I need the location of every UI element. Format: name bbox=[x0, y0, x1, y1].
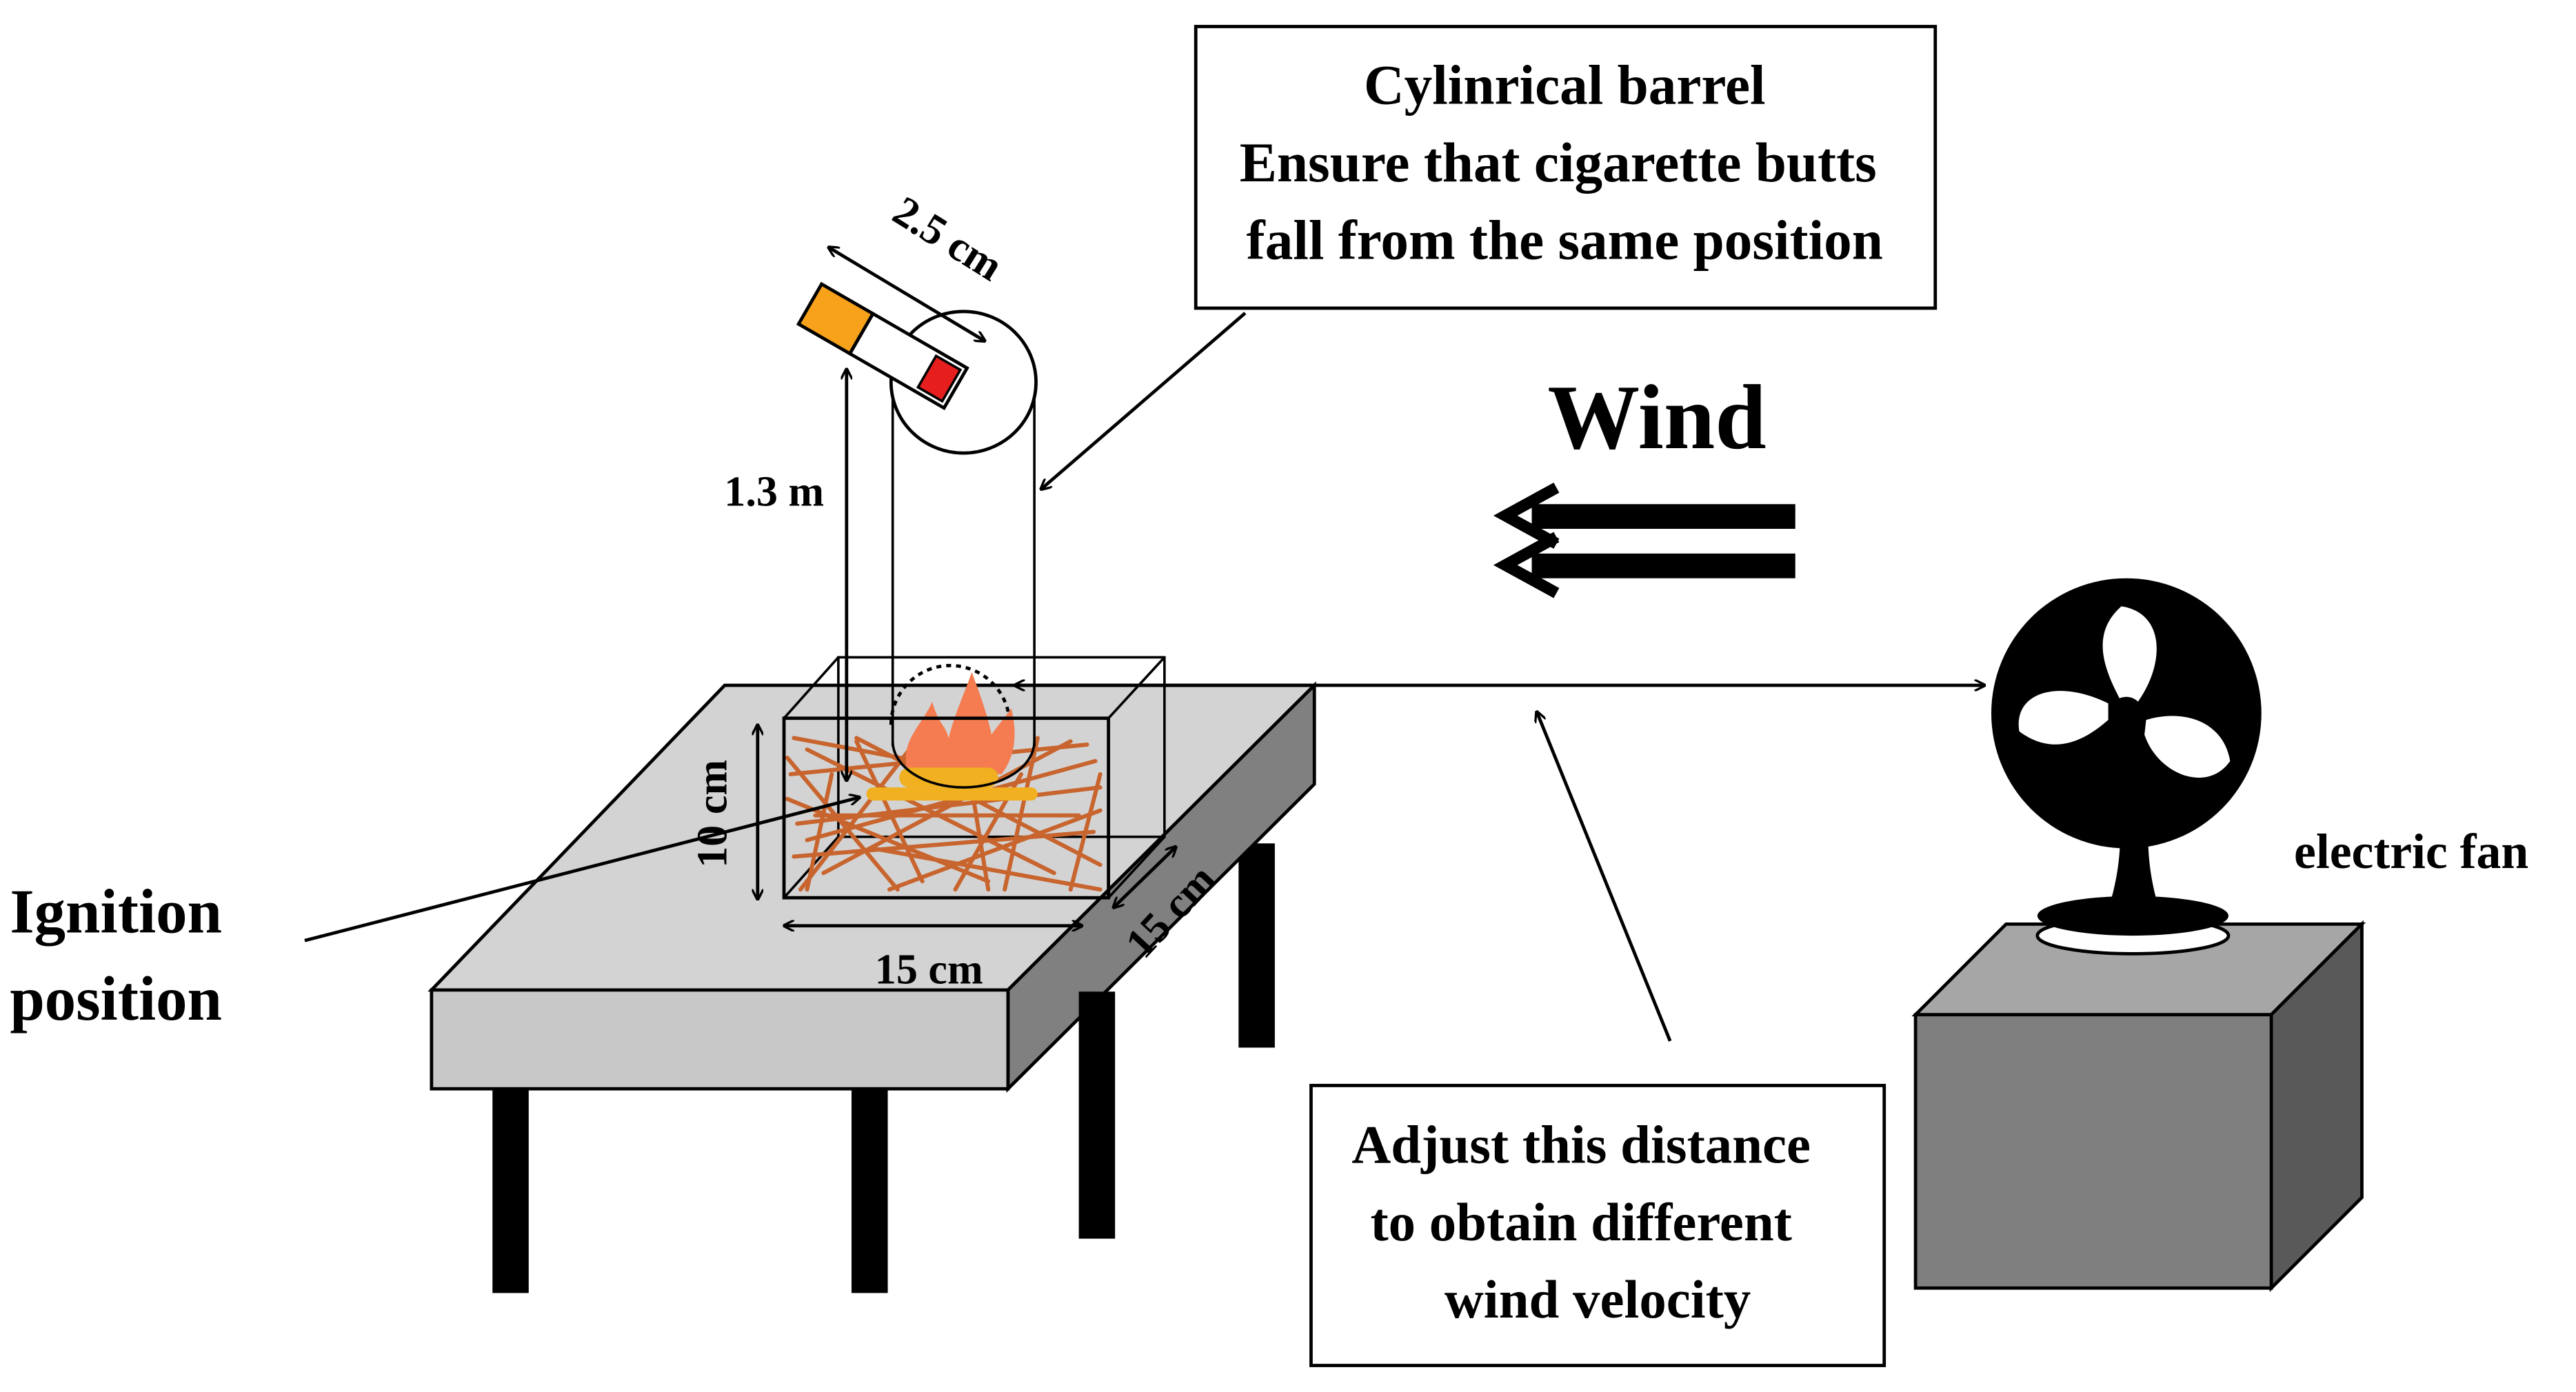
fan-blades bbox=[2018, 606, 2231, 778]
adjust-callout-box bbox=[1309, 1084, 1886, 1367]
wind-label: Wind bbox=[1547, 366, 1766, 468]
electric-fan bbox=[1911, 578, 2366, 1293]
leader-arrows bbox=[304, 312, 1672, 1042]
fuel-bed bbox=[899, 767, 998, 788]
fan-stand-front bbox=[1913, 1013, 2273, 1290]
box-width-label: 15 cm bbox=[875, 946, 983, 993]
ignition-spot bbox=[866, 787, 1038, 801]
barrel-bottom bbox=[891, 741, 1036, 789]
table-leg-front-left bbox=[492, 1089, 529, 1293]
butt-length-label: 2.5 cm bbox=[885, 188, 1010, 290]
barrel-title-label: Cylinrical barrel bbox=[1364, 54, 1766, 117]
barrel-note-line-2: fall from the same position bbox=[1247, 209, 1883, 271]
fuel-box bbox=[782, 656, 1166, 900]
fan-base bbox=[2037, 896, 2228, 936]
barrel-note-line-1: Ensure that cigarette butts bbox=[1240, 132, 1877, 194]
table-front bbox=[430, 988, 1010, 1091]
ignition-leader-arrow bbox=[304, 797, 860, 942]
adjust-leader-arrow bbox=[1537, 712, 1672, 1042]
dimension-arrows bbox=[758, 248, 1985, 926]
drop-height-label: 1.3 m bbox=[724, 469, 824, 516]
adjust-note-line-1: Adjust this distance bbox=[1351, 1116, 1811, 1176]
cigarette-ember bbox=[916, 354, 963, 403]
fan-hub bbox=[2109, 696, 2143, 730]
wind-arrows bbox=[1493, 482, 1795, 598]
dotted-burn-zone bbox=[889, 664, 1012, 725]
box-depth-arrow bbox=[1114, 847, 1176, 907]
barrel-callout-box bbox=[1194, 25, 1938, 310]
ignition-label-line-1: Ignition bbox=[10, 876, 222, 946]
fan-label: electric fan bbox=[2294, 824, 2528, 879]
table-leg-back-middle bbox=[1078, 991, 1116, 1239]
box-height-label: 10 cm bbox=[689, 760, 736, 868]
ignition-label-line-2: position bbox=[10, 964, 222, 1033]
fuel-box-front bbox=[782, 716, 1111, 900]
flame bbox=[905, 672, 1015, 774]
table-leg-front-right bbox=[851, 1089, 888, 1293]
barrel-leader-arrow bbox=[1041, 312, 1247, 490]
straw-fuel bbox=[785, 731, 1103, 892]
table-leg-back-right bbox=[1238, 843, 1275, 1048]
adjust-note-line-2: to obtain different bbox=[1370, 1193, 1792, 1253]
butt-length-arrow bbox=[829, 248, 985, 341]
adjust-note-line-3: wind velocity bbox=[1445, 1270, 1751, 1330]
